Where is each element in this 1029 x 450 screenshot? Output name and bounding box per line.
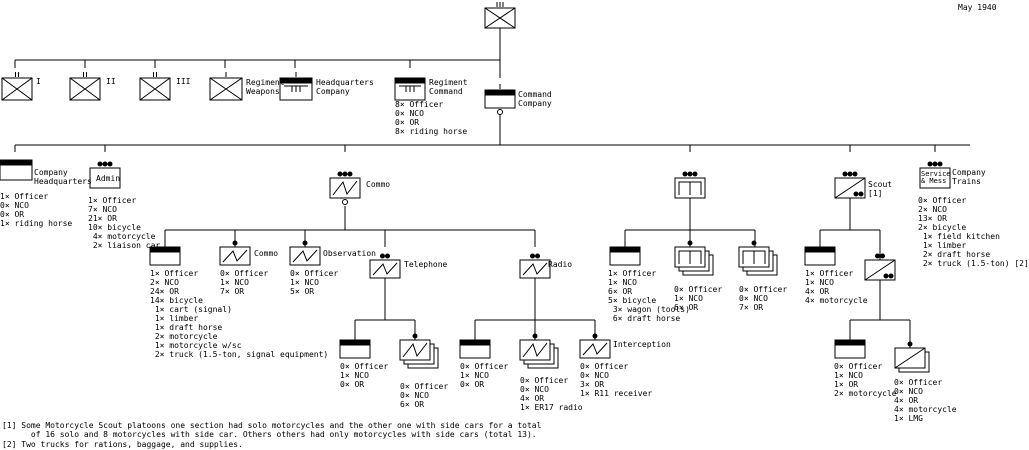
scout-sub-hq-symbol (834, 339, 866, 359)
middle-b-strength: 0× Officer 0× NCO 7× OR (739, 285, 788, 312)
middle-platoon-symbol (674, 171, 706, 199)
observation-label: Observation (323, 249, 376, 258)
company-headquarters-strength: 1× Officer 0× NCO 0× OR 1× riding horse (0, 192, 73, 228)
regiment-symbol (484, 2, 516, 29)
interception-label: Interception (613, 340, 671, 349)
commo-hq-symbol (149, 246, 181, 266)
battalion-3-label: III (176, 77, 191, 86)
commo-label: Commo (366, 180, 391, 189)
telephone-label: Telephone (404, 260, 448, 269)
admin-symbol (89, 161, 121, 189)
regiment-weapons-symbol (209, 72, 243, 101)
company-trains-label: Company Trains (952, 168, 986, 186)
commo-symbol (329, 171, 361, 205)
telephone-hq-strength: 0× Officer 1× NCO 0× OR (340, 362, 389, 389)
telephone-symbol (369, 253, 401, 279)
observation-strength: 0× Officer 1× NCO 5× OR (290, 269, 339, 296)
radio-squads-symbol (519, 333, 559, 369)
commo-section-symbol (219, 240, 251, 266)
scout-hq-strength: 1× Officer 1× NCO 4× OR 4× motorcycle (805, 269, 868, 305)
radio-hq-symbol (459, 339, 491, 359)
command-company-label: Command Company (518, 90, 552, 108)
middle-section-a-symbol (674, 240, 714, 276)
date-label: May 1940 (958, 3, 997, 12)
org-chart (0, 2, 970, 373)
telephone-squads-symbol (399, 333, 439, 369)
headquarters-company-label: Headquarters Company (316, 78, 374, 96)
scout-platoon-symbol (864, 253, 896, 281)
battalion-2-symbol (69, 72, 101, 101)
company-headquarters-symbol (0, 159, 33, 181)
service-mess-symbol (919, 161, 951, 189)
scout-sections-strength: 0× Officer 0× NCO 4× OR 4× motorcycle 1×… (894, 378, 957, 423)
observation-symbol (289, 240, 321, 266)
headquarters-company-symbol (279, 72, 313, 101)
radio-hq-strength: 0× Officer 1× NCO 0× OR (460, 362, 509, 389)
telephone-squads-strength: 0× Officer 0× NCO 6× OR (400, 382, 449, 409)
radio-label: Radio (548, 260, 573, 269)
interception-symbol (579, 333, 611, 359)
battalion-2-label: II (106, 77, 116, 86)
middle-a-strength: 0× Officer 1× NCO 6× OR (674, 285, 723, 312)
scout-section-symbol (894, 341, 930, 373)
regiment-command-label: Regiment Command (429, 78, 468, 96)
radio-squads-strength: 0× Officer 0× NCO 4× OR 1× ER17 radio (520, 376, 583, 412)
admin-label: Admin (96, 174, 121, 183)
interception-strength: 0× Officer 0× NCO 3× OR 1× R11 receiver (580, 362, 653, 398)
commo-sub-strength: 0× Officer 1× NCO 7× OR (220, 269, 269, 296)
middle-hq-strength: 1× Officer 1× NCO 6× OR 5× bicycle 3× wa… (608, 269, 690, 323)
scout-sub-hq-strength: 0× Officer 1× NCO 1× OR 2× motorcycle (834, 362, 897, 398)
scout-hq-symbol (804, 246, 836, 266)
commo-sub-label: Commo (254, 249, 279, 258)
scout-symbol (834, 171, 866, 199)
radio-symbol (519, 253, 551, 279)
company-headquarters-label: Company Headquarters (34, 168, 92, 186)
telephone-hq-symbol (339, 339, 371, 359)
regiment-command-strength: 8× Officer 0× NCO 0× OR 8× riding horse (395, 100, 468, 136)
battalion-1-label: I (36, 77, 41, 86)
regiment-command-symbol (394, 77, 426, 101)
footnote-1: [1] Some Motorcycle Scout platoons one s… (2, 421, 542, 439)
middle-hq-symbol (609, 246, 641, 266)
command-company-symbol (484, 84, 516, 115)
regiment-weapons-label: Regiment Weapons (246, 78, 285, 96)
battalion-3-symbol (139, 72, 171, 101)
company-trains-strength: 0× Officer 2× NCO 13× OR 2× bicycle 1× f… (918, 196, 1029, 268)
middle-section-b-symbol (738, 240, 778, 276)
admin-strength: 1× Officer 7× NCO 21× OR 10× bicycle 4× … (88, 196, 161, 250)
commo-hq-strength: 1× Officer 2× NCO 24× OR 14× bicycle 1× … (150, 269, 329, 359)
service-mess-label: Service & Mess (921, 170, 951, 185)
battalion-1-symbol (1, 72, 33, 101)
scout-label: Scout [1] (868, 180, 893, 198)
footnote-2: [2] Two trucks for rations, baggage, and… (2, 440, 243, 449)
